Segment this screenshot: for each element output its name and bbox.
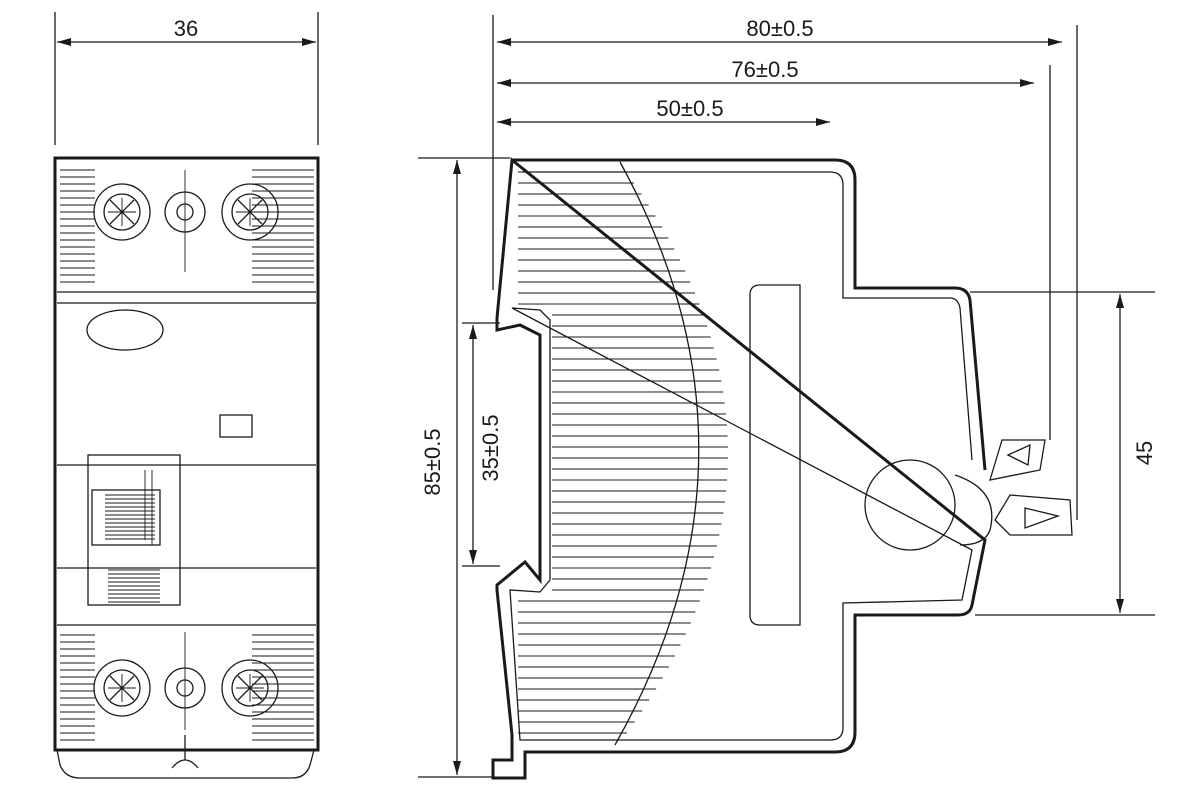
screw-head (231, 669, 269, 707)
front-body-outline (53, 156, 320, 752)
terminal-screw (93, 659, 151, 717)
test-button (86, 309, 164, 351)
pivot-housing (954, 474, 993, 546)
screw-head (231, 193, 269, 231)
terminal-screw (221, 183, 279, 241)
toggle-lever-side (989, 439, 1073, 536)
din-rail-label: 35±0.5 (478, 414, 503, 481)
side-panel (749, 284, 801, 626)
side-hatching (518, 171, 728, 734)
terminal-screw (221, 659, 279, 717)
screw-head (103, 669, 141, 707)
toggle-grip (105, 494, 160, 603)
terminal-screw (93, 183, 151, 241)
side-inner-outline (509, 171, 973, 741)
lever-lower (994, 494, 1073, 536)
depth-50-label: 50±0.5 (656, 96, 723, 121)
depth-80-label: 80±0.5 (746, 16, 813, 41)
hatched-cover-arc (614, 161, 700, 746)
front-view: 36 (53, 12, 320, 779)
arrow-right-icon (1024, 507, 1061, 529)
depth-76-label: 76±0.5 (731, 57, 798, 82)
toggle-handle (91, 489, 161, 546)
cover-height-label: 45 (1132, 441, 1157, 465)
handle-pivot-circle (864, 459, 956, 551)
width-dimension-label: 36 (174, 16, 198, 41)
screw-head (103, 193, 141, 231)
terminal-screws (93, 183, 279, 717)
side-body-outline (491, 157, 987, 780)
arrow-up-icon (1006, 443, 1031, 467)
bottom-clip (56, 749, 315, 779)
lever-upper (989, 439, 1046, 481)
side-view: 80±0.5 76±0.5 50±0.5 85±0.5 35±0.5 45 (418, 15, 1157, 780)
clip-notch (171, 759, 199, 769)
indicator-window (219, 414, 253, 438)
height-85-label: 85±0.5 (420, 428, 445, 495)
toggle-frame (87, 454, 181, 606)
toggle-lever (87, 454, 181, 606)
